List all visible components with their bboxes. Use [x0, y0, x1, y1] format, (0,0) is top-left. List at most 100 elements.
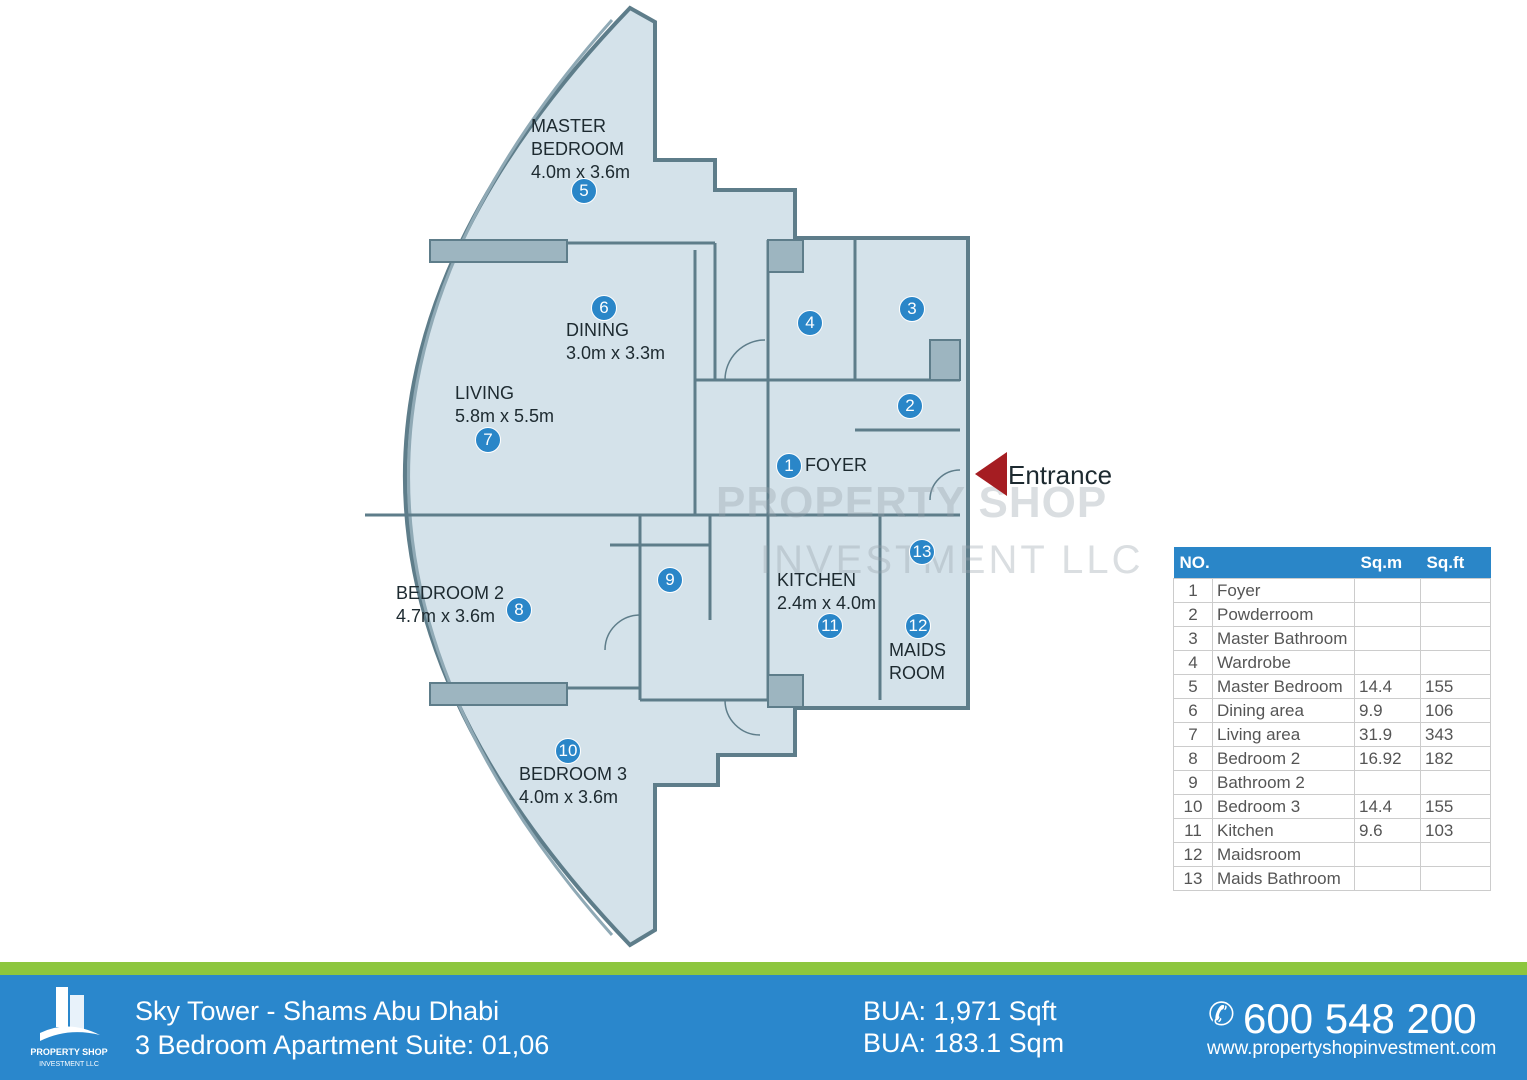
area-sqft: 155 — [1420, 794, 1491, 819]
room-number-2: 2 — [897, 393, 923, 419]
area-sqft — [1420, 626, 1491, 651]
room-number-1: 1 — [776, 453, 802, 479]
foyer-label: FOYER — [805, 455, 868, 475]
room-number-10: 10 — [555, 738, 581, 764]
room-name: Master Bedroom — [1212, 674, 1355, 699]
phone-icon: ✆ — [1208, 996, 1235, 1032]
bua-sqft: BUA: 1,971 Sqft — [863, 996, 1057, 1026]
bua-sqm: BUA: 183.1 Sqm — [863, 1028, 1065, 1058]
living-size: 5.8m x 5.5m — [455, 406, 555, 426]
room-name: Dining area — [1212, 698, 1355, 723]
area-sqm — [1354, 602, 1421, 627]
area-sqm: 16.92 — [1354, 746, 1421, 771]
area-sqft: 182 — [1420, 746, 1491, 771]
property-shop-logo — [40, 987, 100, 1041]
maids-room-label-2: ROOM — [889, 663, 945, 683]
area-sqm — [1354, 578, 1421, 603]
room-name: Foyer — [1212, 578, 1355, 603]
row-number: 4 — [1173, 650, 1213, 675]
area-sqm — [1354, 866, 1421, 891]
footer: PROPERTY SHOP INVESTMENT LLC Sky Tower -… — [0, 975, 1527, 1080]
room-number-13: 13 — [909, 539, 935, 565]
area-sqm: 9.6 — [1354, 818, 1421, 843]
room-name: Kitchen — [1212, 818, 1355, 843]
watermark-line1: PROPERTY SHOP — [716, 478, 1108, 527]
row-number: 11 — [1173, 818, 1213, 843]
row-number: 8 — [1173, 746, 1213, 771]
room-number-8: 8 — [506, 597, 532, 623]
living-label: LIVING — [455, 383, 515, 403]
area-sqft — [1420, 842, 1491, 867]
area-sqm: 31.9 — [1354, 722, 1421, 747]
master-bedroom-label-2: BEDROOM — [531, 139, 625, 159]
area-sqm: 14.4 — [1354, 794, 1421, 819]
area-sqft — [1420, 602, 1491, 627]
row-number: 6 — [1173, 698, 1213, 723]
area-sqm — [1354, 650, 1421, 675]
room-name: Living area — [1212, 722, 1355, 747]
area-sqft: 155 — [1420, 674, 1491, 699]
interior-walls — [365, 240, 960, 702]
room-name: Maids Bathroom — [1212, 866, 1355, 891]
area-sqm — [1354, 842, 1421, 867]
room-name: Powderroom — [1212, 602, 1355, 627]
area-sqm — [1354, 626, 1421, 651]
area-sqft — [1420, 578, 1491, 603]
project-title: Sky Tower - Shams Abu Dhabi — [135, 996, 500, 1026]
area-sqm: 14.4 — [1354, 674, 1421, 699]
row-number: 1 — [1173, 578, 1213, 603]
row-number: 7 — [1173, 722, 1213, 747]
area-sqft — [1420, 650, 1491, 675]
floor-plan — [365, 5, 970, 948]
entrance-label: Entrance — [1008, 460, 1113, 490]
room-name: Bathroom 2 — [1212, 770, 1355, 795]
header-sqft: Sq.ft — [1420, 547, 1491, 579]
row-number: 5 — [1173, 674, 1213, 699]
structural-columns — [429, 239, 961, 708]
bedroom2-label: BEDROOM 2 — [396, 583, 505, 603]
phone-number[interactable]: 600 548 200 — [1243, 995, 1477, 1042]
kitchen-label: KITCHEN — [777, 570, 857, 590]
room-number-9: 9 — [657, 567, 683, 593]
website-link[interactable]: www.propertyshopinvestment.com — [1207, 1038, 1497, 1059]
row-number: 12 — [1173, 842, 1213, 867]
room-number-12: 12 — [905, 613, 931, 639]
area-sqm: 9.9 — [1354, 698, 1421, 723]
area-sqft: 106 — [1420, 698, 1491, 723]
row-number: 10 — [1173, 794, 1213, 819]
header-no: NO. — [1173, 547, 1355, 579]
area-sqft: 103 — [1420, 818, 1491, 843]
bedroom2-size: 4.7m x 3.6m — [396, 606, 496, 626]
maids-room-label: MAIDS — [889, 640, 947, 660]
apartment-outline — [403, 5, 970, 948]
room-number-6: 6 — [591, 295, 617, 321]
row-number: 2 — [1173, 602, 1213, 627]
room-name: Bedroom 3 — [1212, 794, 1355, 819]
bedroom3-label: BEDROOM 3 — [519, 764, 628, 784]
watermark-line2: INVESTMENT LLC — [760, 538, 1144, 582]
room-number-3: 3 — [899, 296, 925, 322]
doors — [604, 339, 961, 736]
room-number-4: 4 — [797, 310, 823, 336]
footer-accent-stripe — [0, 962, 1527, 975]
master-bedroom-label: MASTER — [531, 116, 607, 136]
dining-size: 3.0m x 3.3m — [566, 343, 666, 363]
room-name: Bedroom 2 — [1212, 746, 1355, 771]
entrance-arrow-icon — [975, 452, 1007, 496]
row-number: 3 — [1173, 626, 1213, 651]
bedroom3-size: 4.0m x 3.6m — [519, 787, 619, 807]
unit-subtitle: 3 Bedroom Apartment Suite: 01,06 — [135, 1030, 550, 1060]
